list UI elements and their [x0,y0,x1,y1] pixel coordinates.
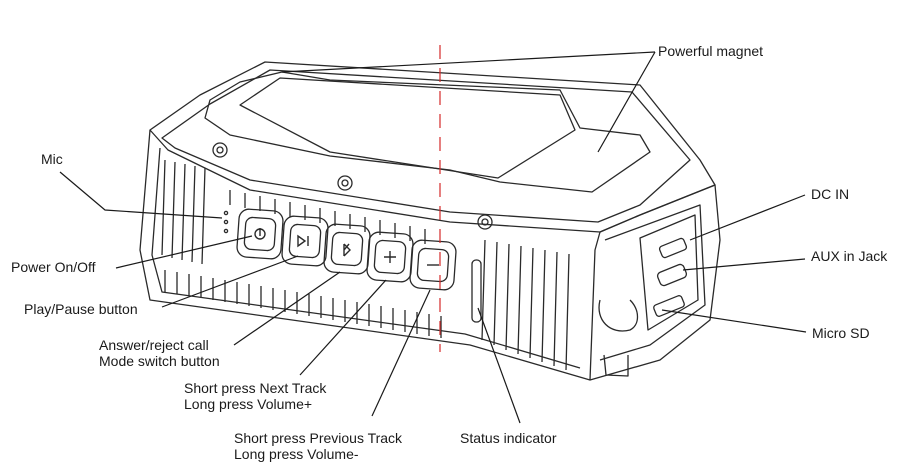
leader-magnet-2 [597,51,656,153]
phone-icon [343,243,351,257]
leader-prev [371,289,431,417]
label-prev-track: Short press Previous Track Long press Vo… [234,430,402,462]
label-prev-track-line1: Short press Previous Track [234,430,403,446]
leader-status [477,307,521,424]
label-next-track-line2: Long press Volume+ [184,396,313,412]
leader-next [299,279,387,376]
label-power-onoff: Power On/Off [11,259,96,275]
label-answer-reject-line1: Answer/reject call [99,337,209,353]
label-next-track: Short press Next Track Long press Volume… [184,380,326,412]
leader-power [115,235,253,269]
label-prev-track-line2: Long press Volume- [234,446,359,462]
leader-mic [59,171,223,219]
plus-icon [384,251,396,263]
button-glyphs [254,228,439,266]
leader-magnet-1 [281,51,656,73]
play-pause-icon [297,234,309,248]
label-next-track-line1: Short press Next Track [184,380,327,396]
leader-sd [661,309,807,333]
label-mic: Mic [41,151,63,167]
speaker-body [139,61,721,381]
leader-lines [59,51,807,424]
label-aux-in: AUX in Jack [811,248,888,264]
label-answer-reject-line2: Mode switch button [99,353,220,369]
label-status-indicator: Status indicator [460,430,557,446]
leader-aux [682,258,806,271]
label-dc-in: DC IN [811,186,850,202]
leader-play [161,255,299,308]
leader-answer [233,271,341,346]
leader-dc [689,194,806,241]
label-play-pause: Play/Pause button [24,301,138,317]
label-micro-sd: Micro SD [812,325,870,341]
label-answer-reject: Answer/reject call Mode switch button [99,337,220,369]
label-powerful-magnet: Powerful magnet [658,43,764,59]
